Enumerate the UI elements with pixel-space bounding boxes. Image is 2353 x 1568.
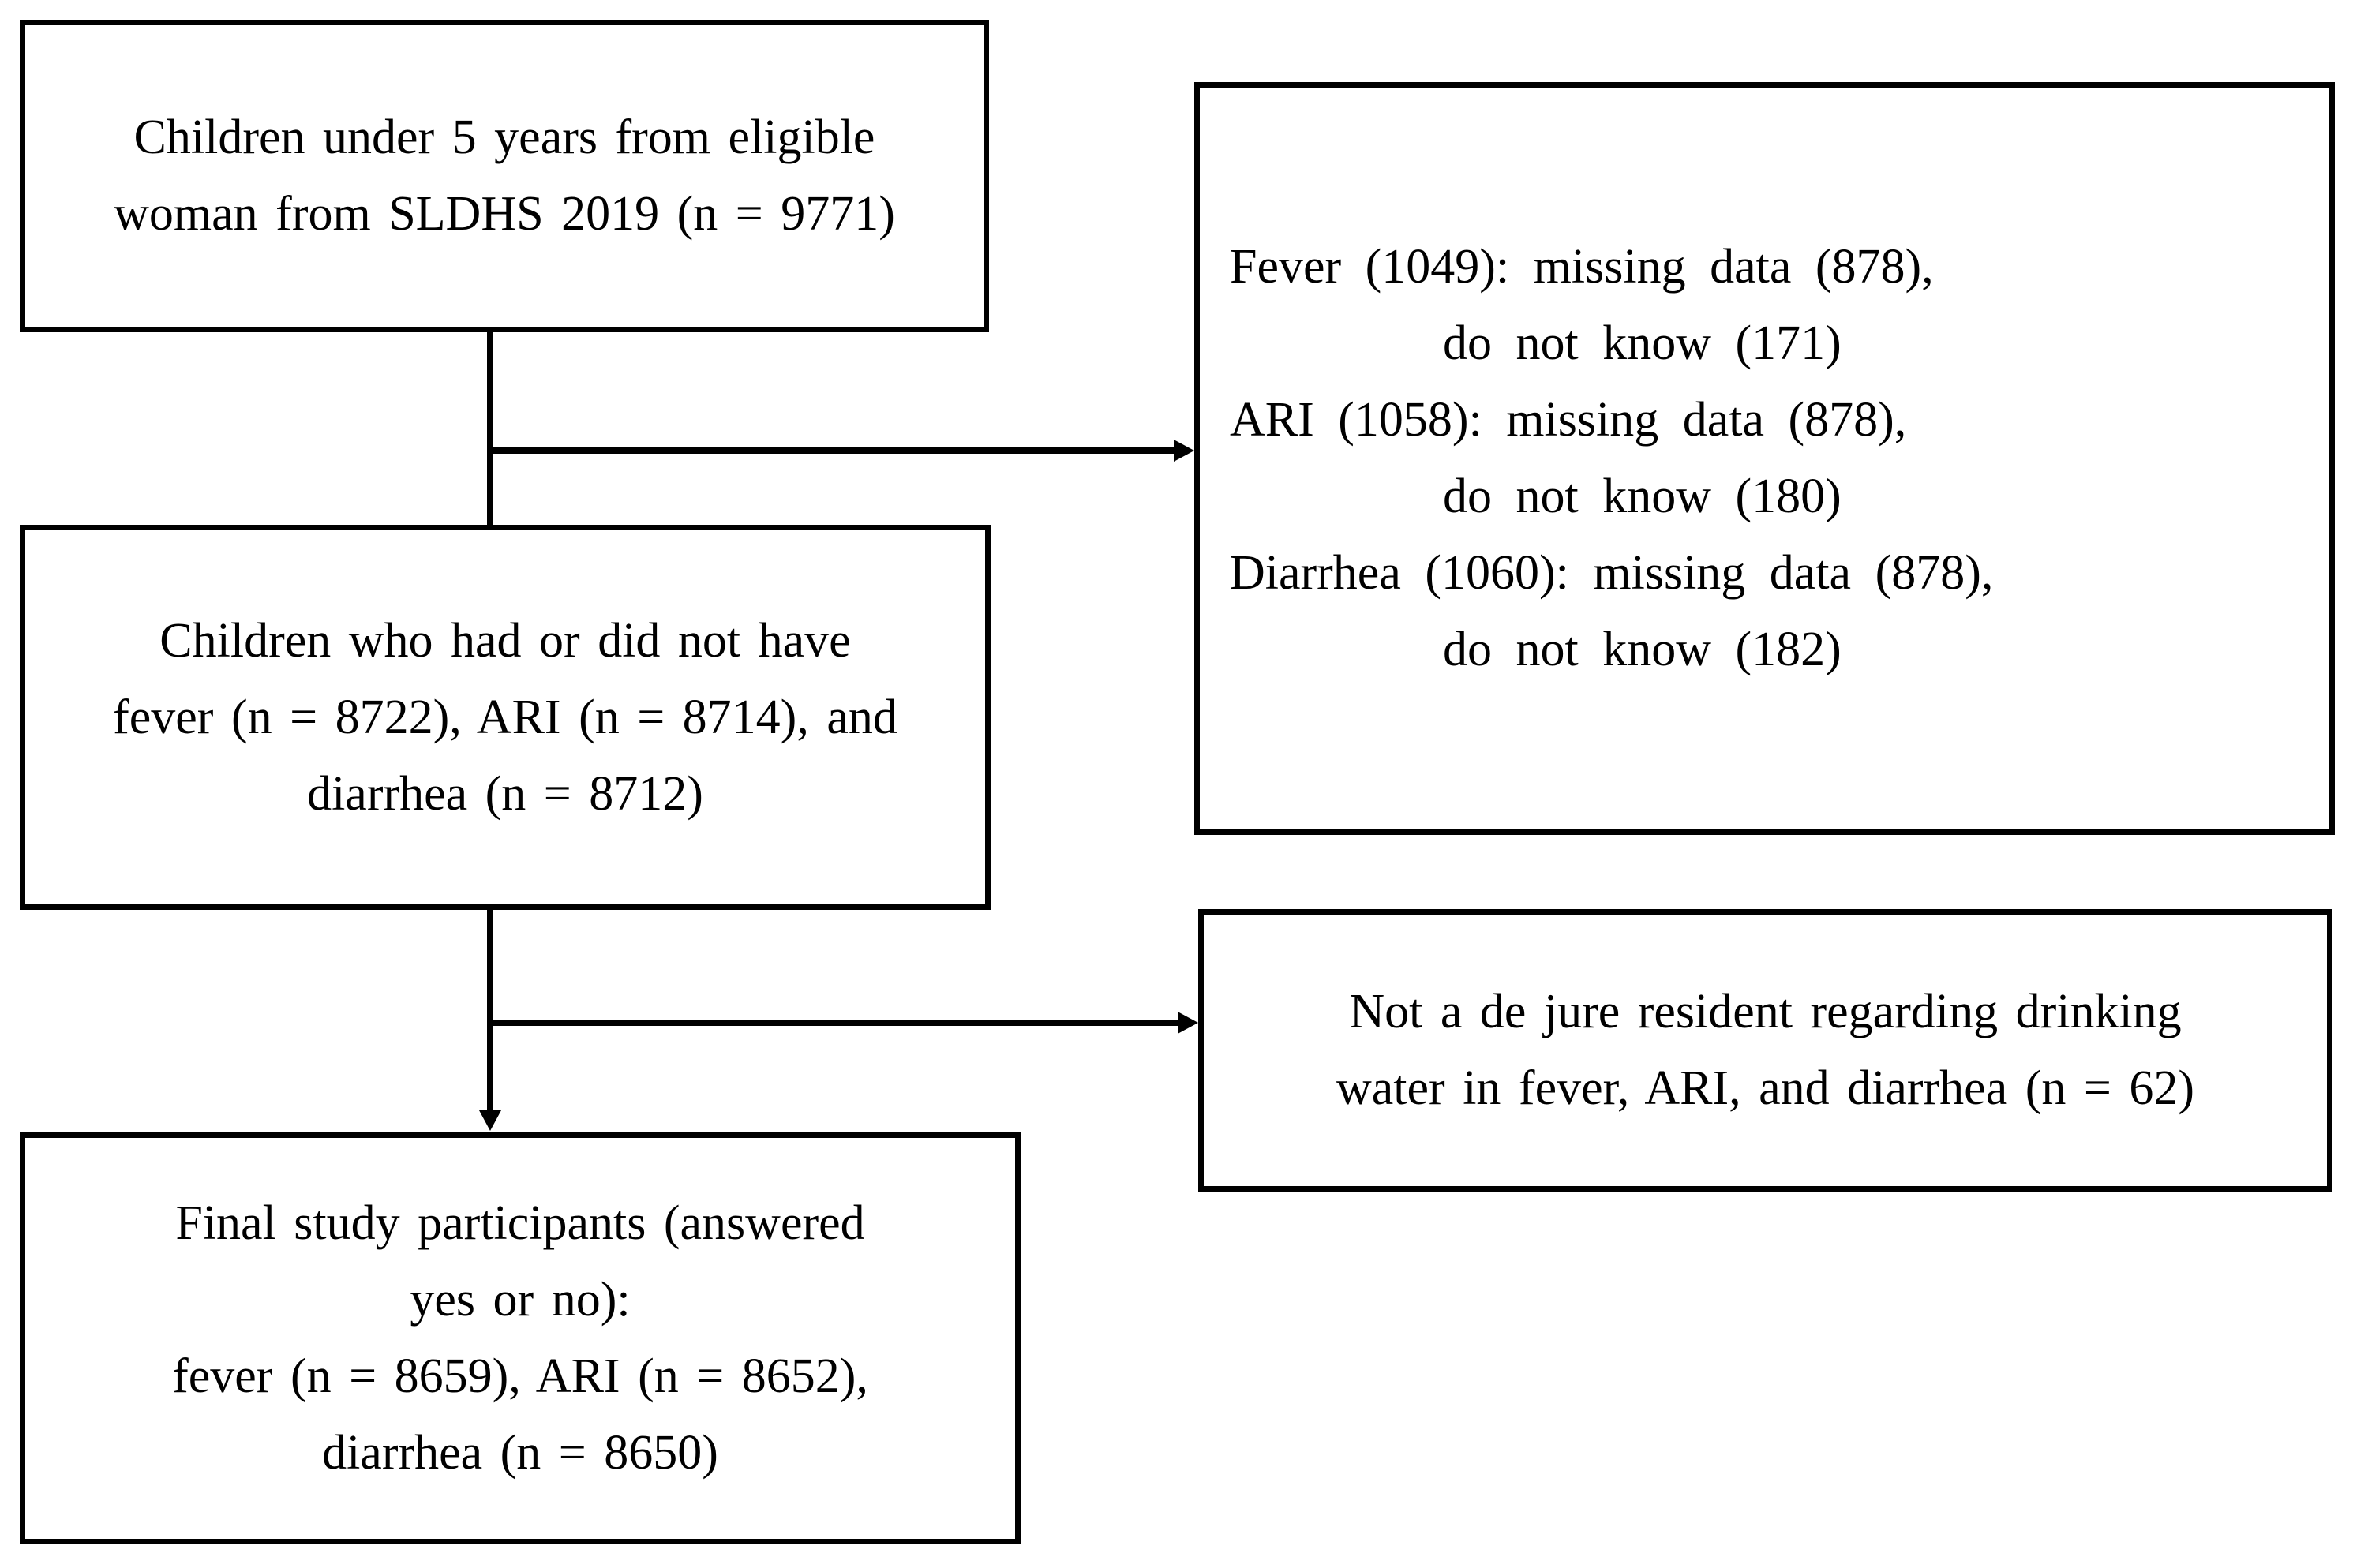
connector-intermediate-to-final xyxy=(487,910,493,1110)
box-exclusion-missing-data: Fever (1049): missing data (878), do not… xyxy=(1194,82,2335,835)
box-source-population: Children under 5 years from eligible wom… xyxy=(20,20,989,332)
box-final-line-4: diarrhea (n = 8650) xyxy=(322,1426,718,1480)
box-exclusion-residency: Not a de jure resident regarding drinkin… xyxy=(1198,909,2332,1192)
arrowhead-down-final xyxy=(479,1110,501,1131)
connector-branch-to-exclusion-missing xyxy=(490,447,1174,454)
box-source-line-1: Children under 5 years from eligible xyxy=(133,110,875,164)
box-intermediate-sample: Children who had or did not have fever (… xyxy=(20,525,991,910)
box-final-line-3: fever (n = 8659), ARI (n = 8652), xyxy=(172,1349,868,1403)
exclusion-missing-diarrhea-line: Diarrhea (1060): missing data (878), xyxy=(1230,546,1994,600)
arrowhead-right-exclusion-residency xyxy=(1178,1012,1198,1034)
exclusion-missing-ari-line: ARI (1058): missing data (878), xyxy=(1230,393,1907,447)
box-source-line-2: woman from SLDHS 2019 (n = 9771) xyxy=(114,187,895,241)
connector-source-to-intermediate xyxy=(487,332,493,525)
exclusion-missing-fever-line: Fever (1049): missing data (878), xyxy=(1230,240,1934,294)
box-intermediate-line-1: Children who had or did not have xyxy=(159,613,851,668)
exclusion-missing-fever-dnk-line: do not know (171) xyxy=(1443,316,1842,370)
box-final-line-1: Final study participants (answered xyxy=(175,1196,865,1250)
exclusion-missing-ari-dnk-line: do not know (180) xyxy=(1443,470,1842,523)
box-intermediate-line-3: diarrhea (n = 8712) xyxy=(307,766,703,821)
exclusion-missing-diarrhea-dnk-line: do not know (182) xyxy=(1443,623,1842,676)
box-exclusion-residency-line-1: Not a de jure resident regarding drinkin… xyxy=(1349,985,2182,1038)
box-final-participants: Final study participants (answered yes o… xyxy=(20,1132,1021,1544)
box-intermediate-line-2: fever (n = 8722), ARI (n = 8714), and xyxy=(113,690,897,744)
box-final-line-2: yes or no): xyxy=(410,1273,631,1327)
box-exclusion-residency-line-2: water in fever, ARI, and diarrhea (n = 6… xyxy=(1336,1061,2194,1115)
arrowhead-right-exclusion-missing xyxy=(1174,440,1194,462)
connector-branch-to-exclusion-residency xyxy=(490,1020,1178,1026)
